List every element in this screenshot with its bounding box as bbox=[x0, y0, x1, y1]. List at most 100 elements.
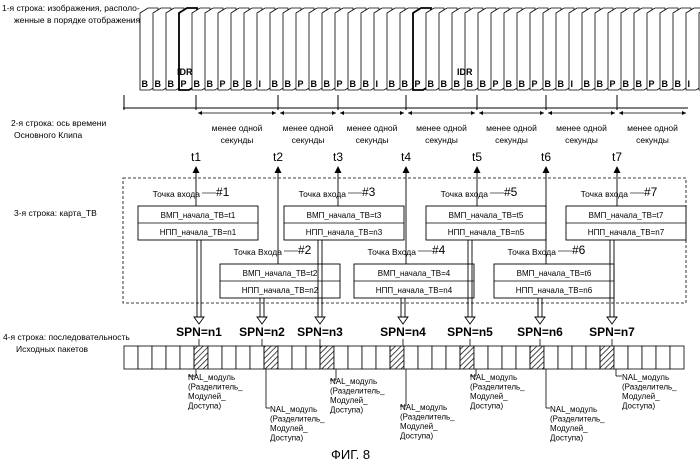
nal-label-line: NAL_модуль bbox=[400, 403, 447, 412]
picture-frame bbox=[686, 8, 700, 90]
nal-label-line: Доступа) bbox=[550, 434, 583, 443]
nal-label-line: Модулей_ bbox=[400, 422, 438, 431]
nal-label-line: Модулей_ bbox=[470, 392, 508, 401]
interval-label-line2: секунды bbox=[221, 135, 254, 145]
entry-point-title: Точка Входа bbox=[508, 247, 557, 257]
nal-source-packet bbox=[264, 346, 278, 369]
interval-arrow-right bbox=[682, 111, 686, 115]
frame-type-letter: B bbox=[324, 79, 331, 89]
interval-label-line2: секунды bbox=[495, 135, 528, 145]
entry-pts-start: ВМП_начала_TB=t6 bbox=[517, 269, 592, 278]
frame-type-letter: P bbox=[532, 79, 538, 89]
source-packet bbox=[362, 346, 376, 369]
nal-label-line: NAL_модуль bbox=[622, 373, 669, 382]
nal-label-line: (Разделитель_ bbox=[550, 415, 605, 424]
frame-type-letter: B bbox=[168, 79, 175, 89]
source-packet bbox=[432, 346, 446, 369]
source-packet bbox=[208, 346, 222, 369]
pts-arrowhead bbox=[275, 166, 282, 173]
spn-arrowhead bbox=[535, 317, 545, 324]
frame-type-letter: P bbox=[610, 79, 616, 89]
source-packet bbox=[446, 346, 460, 369]
frame-type-letter: B bbox=[285, 79, 292, 89]
entry-point-title: Точка входа bbox=[581, 189, 629, 199]
entry-point-title: Точка входа bbox=[441, 189, 489, 199]
interval-label-line1: менее одной bbox=[347, 123, 398, 133]
nal-label-line: Доступа) bbox=[270, 434, 303, 443]
source-packet bbox=[488, 346, 502, 369]
interval-label-line1: менее одной bbox=[556, 123, 607, 133]
frame-type-letter: B bbox=[389, 79, 396, 89]
nal-label-line: (Разделитель_ bbox=[470, 383, 525, 392]
frame-type-letter: B bbox=[402, 79, 409, 89]
idr-label-1: IDR bbox=[177, 67, 193, 77]
time-label: t3 bbox=[333, 150, 343, 164]
pts-arrowhead bbox=[403, 166, 410, 173]
row4-label-line1: 4-я строка: последовательность bbox=[3, 332, 130, 342]
nal-label-line: Модулей_ bbox=[550, 424, 588, 433]
nal-label-line: Модулей_ bbox=[330, 396, 368, 405]
frame-type-letter: I bbox=[259, 79, 262, 89]
frame-type-letter: B bbox=[454, 79, 461, 89]
entry-point-number: #3 bbox=[362, 185, 376, 199]
frame-type-letter: I bbox=[376, 79, 379, 89]
interval-arrow-left bbox=[479, 111, 483, 115]
interval-arrow-left bbox=[280, 111, 284, 115]
source-packet bbox=[404, 346, 418, 369]
spn-arrowhead bbox=[315, 317, 325, 324]
entry-point-title: Точка входа bbox=[299, 189, 347, 199]
frame-type-letter: B bbox=[480, 79, 487, 89]
interval-arrow-left bbox=[340, 111, 344, 115]
nal-unit-labels: NAL_модуль(Разделитель_Модулей_Доступа)N… bbox=[188, 369, 677, 443]
spn-label: SPN=n1 bbox=[176, 325, 222, 339]
nal-source-packet bbox=[530, 346, 544, 369]
nal-label-line: Доступа) bbox=[622, 402, 655, 411]
entry-point-title: Точка Входа bbox=[368, 247, 417, 257]
nal-label-line: (Разделитель_ bbox=[330, 387, 385, 396]
interval-label-line1: менее одной bbox=[283, 123, 334, 133]
source-packet bbox=[502, 346, 516, 369]
source-packet bbox=[166, 346, 180, 369]
source-packet bbox=[348, 346, 362, 369]
frame-type-letter: B bbox=[363, 79, 370, 89]
nal-source-packet bbox=[320, 346, 334, 369]
nal-label-line: NAL_модуль bbox=[470, 373, 517, 382]
source-packet bbox=[544, 346, 558, 369]
frame-type-letter: B bbox=[272, 79, 279, 89]
entry-pts-start: ВМП_начала_TB=t1 bbox=[161, 211, 236, 220]
source-packet bbox=[292, 346, 306, 369]
frame-type-letter: I bbox=[571, 79, 574, 89]
pts-arrowhead bbox=[474, 166, 481, 173]
nal-label-line: Доступа) bbox=[330, 406, 363, 415]
nal-source-packet bbox=[390, 346, 404, 369]
source-packet bbox=[152, 346, 166, 369]
source-packet bbox=[236, 346, 250, 369]
interval-arrow-left bbox=[619, 111, 623, 115]
interval-label-line1: менее одной bbox=[486, 123, 537, 133]
interval-arrow-right bbox=[332, 111, 336, 115]
frame-type-letter: B bbox=[519, 79, 526, 89]
source-packet bbox=[670, 346, 684, 369]
source-packet bbox=[376, 346, 390, 369]
source-packet bbox=[516, 346, 530, 369]
nal-source-packet bbox=[194, 346, 208, 369]
frame-type-letter: B bbox=[597, 79, 604, 89]
interval-label-line2: секунды bbox=[292, 135, 325, 145]
entry-spn-start: НПП_начала_TB=n5 bbox=[448, 228, 525, 237]
interval-label-line2: секунды bbox=[636, 135, 669, 145]
row1-label-line1: 1-я строка: изображения, располо- bbox=[2, 3, 140, 13]
entry-point-number: #4 bbox=[432, 243, 446, 257]
row4-label-line2: Исходных пакетов bbox=[16, 344, 89, 354]
spn-label: SPN=n3 bbox=[297, 325, 343, 339]
nal-label-line: (Разделитель_ bbox=[270, 415, 325, 424]
idr-label-2: IDR bbox=[457, 67, 473, 77]
frame-type-letter: P bbox=[337, 79, 343, 89]
interval-label-line2: секунды bbox=[565, 135, 598, 145]
entry-pts-start: ВМП_начала_TB=4 bbox=[378, 269, 451, 278]
frame-type-letter: P bbox=[415, 79, 421, 89]
source-packet bbox=[572, 346, 586, 369]
frame-type-letter: P bbox=[649, 79, 655, 89]
interval-label-line2: секунды bbox=[425, 135, 458, 145]
interval-arrow-left bbox=[408, 111, 412, 115]
